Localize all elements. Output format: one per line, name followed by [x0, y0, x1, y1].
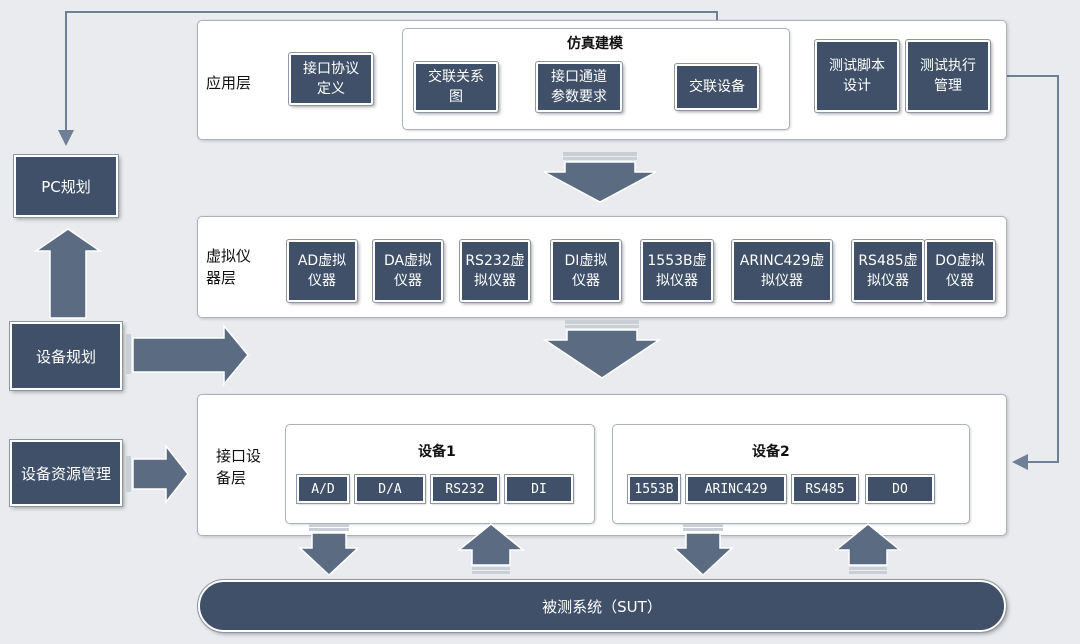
ad-port[interactable]: A/D — [296, 474, 350, 504]
test-script-design-box[interactable]: 测试脚本 设计 — [814, 39, 900, 113]
device-planning-box[interactable]: 设备规划 — [9, 321, 123, 391]
rs485-virtual-instrument-box[interactable]: RS485虚 拟仪器 — [851, 239, 925, 303]
exec-device2-bidirectional-line — [988, 68, 1059, 470]
up-arrow-to-pc-planning — [33, 228, 103, 319]
right-arrow-device-planning — [126, 323, 249, 387]
di-virtual-instrument-box[interactable]: DI虚拟 仪器 — [550, 239, 622, 303]
system-under-test-bar[interactable]: 被测系统（SUT） — [197, 579, 1007, 633]
di-port[interactable]: DI — [504, 474, 574, 504]
device-resource-management-box[interactable]: 设备资源管理 — [9, 439, 123, 507]
down-arrow-virtual-to-interface — [542, 320, 662, 379]
da-virtual-instrument-box[interactable]: DA虚拟 仪器 — [372, 239, 444, 303]
simulation-modeling-title: 仿真建模 — [567, 36, 623, 52]
arinc429-port[interactable]: ARINC429 — [685, 474, 787, 504]
device2-panel — [612, 424, 970, 524]
virtual-instrument-layer-label: 虚拟仪 器层 — [206, 247, 252, 287]
down-arrow-device1-out — [298, 524, 360, 577]
channel-params-box[interactable]: 接口通道 参数要求 — [535, 61, 623, 113]
do-virtual-instrument-box[interactable]: DO虚拟 仪器 — [924, 239, 996, 303]
application-layer-label: 应用层 — [206, 74, 252, 92]
up-arrow-device2-in — [833, 523, 903, 574]
device2-title: 设备2 — [752, 444, 790, 460]
rs232-virtual-instrument-box[interactable]: RS232虚 拟仪器 — [459, 239, 531, 303]
crosslink-diagram-box[interactable]: 交联关系 图 — [413, 61, 499, 113]
device1-title: 设备1 — [418, 444, 456, 460]
protocol-definition-box[interactable]: 接口协议 定义 — [288, 52, 374, 106]
1553b-port[interactable]: 1553B — [627, 474, 681, 504]
pc-planning-box[interactable]: PC规划 — [13, 154, 119, 218]
do-port[interactable]: DO — [865, 474, 935, 504]
down-arrow-device2-out — [672, 524, 734, 577]
1553b-virtual-instrument-box[interactable]: 1553B虚 拟仪器 — [640, 239, 714, 303]
rs232-port[interactable]: RS232 — [430, 474, 500, 504]
da-port[interactable]: D/A — [354, 474, 426, 504]
up-arrow-device1-in — [456, 523, 526, 574]
device1-panel — [285, 424, 595, 524]
arinc429-virtual-instrument-box[interactable]: ARINC429虚 拟仪器 — [731, 239, 833, 303]
right-arrow-resource-management — [126, 443, 189, 505]
interface-device-layer-label: 接口设 备层 — [216, 447, 262, 487]
down-arrow-app-to-virtual — [543, 152, 657, 203]
rs485-port[interactable]: RS485 — [791, 474, 859, 504]
ad-virtual-instrument-box[interactable]: AD虚拟 仪器 — [286, 239, 358, 303]
test-execution-management-box[interactable]: 测试执行 管理 — [905, 39, 991, 113]
crosslink-device-box[interactable]: 交联设备 — [674, 63, 760, 111]
